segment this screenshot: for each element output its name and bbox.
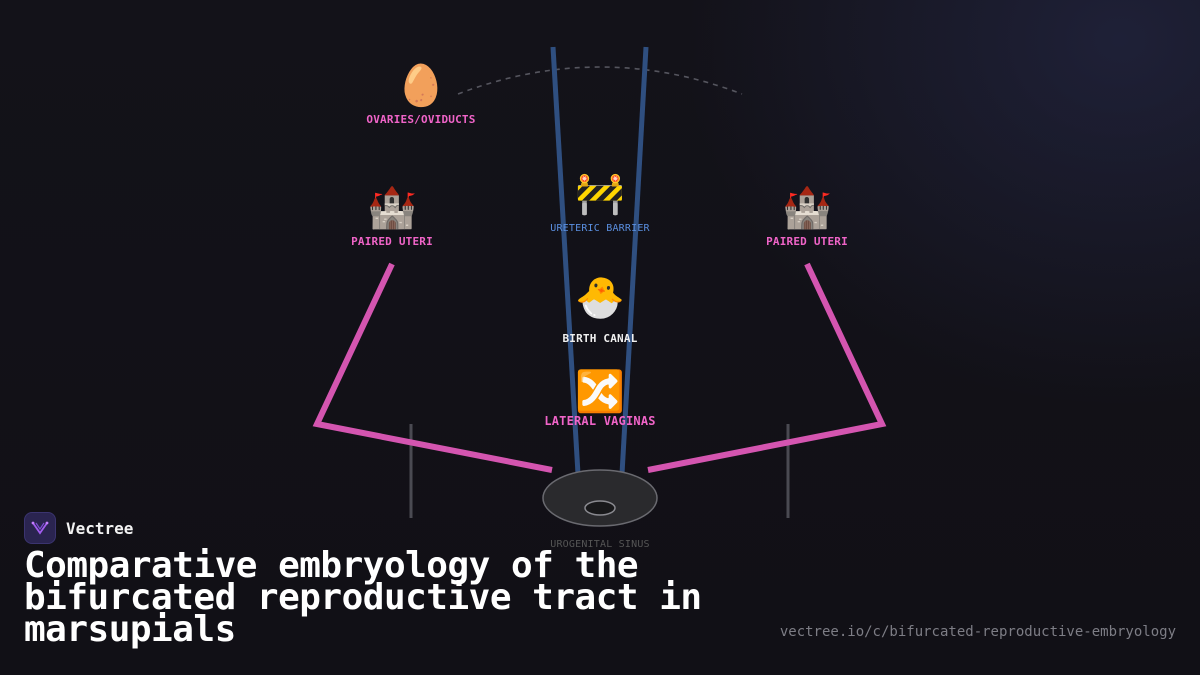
ureteric-barrier-node: 🚧 URETERIC BARRIER bbox=[550, 172, 650, 235]
right-lateral-vagina bbox=[647, 262, 887, 473]
brand[interactable]: Vectree bbox=[24, 512, 133, 544]
ovaries-label: OVARIES/OVIDUCTS bbox=[366, 113, 476, 126]
central-canal-left-wall bbox=[550, 46, 581, 475]
left-lateral-vagina bbox=[312, 262, 553, 473]
construction-barrier-icon: 🚧 bbox=[575, 171, 625, 217]
lateral-vaginas-node: 🔀 LATERAL VAGINAS bbox=[544, 370, 655, 428]
paired-uteri-left-label: PAIRED UTERI bbox=[351, 235, 433, 248]
page-url[interactable]: vectree.io/c/bifurcated-reproductive-emb… bbox=[779, 624, 1176, 640]
urogenital-sinus-disc bbox=[542, 469, 658, 527]
castle-icon: 🏰 bbox=[782, 185, 832, 231]
central-canal-right-wall bbox=[619, 46, 649, 475]
shuffle-icon: 🔀 bbox=[575, 369, 625, 415]
castle-icon: 🏰 bbox=[367, 185, 417, 231]
birth-canal-label: BIRTH CANAL bbox=[562, 332, 638, 345]
page-title: Comparative embryology of the bifurcated… bbox=[24, 545, 702, 650]
brand-name: Vectree bbox=[66, 518, 134, 538]
ureteric-barrier-label: URETERIC BARRIER bbox=[550, 223, 650, 234]
paired-uteri-right-label: PAIRED UTERI bbox=[766, 235, 848, 248]
hatching-chick-icon: 🐣 bbox=[575, 275, 625, 321]
ovaries-node: 🥚 OVARIES/OVIDUCTS bbox=[366, 64, 475, 127]
egg-icon: 🥚 bbox=[396, 63, 446, 109]
paired-uteri-left-node: 🏰 PAIRED UTERI bbox=[351, 186, 433, 249]
paired-uteri-right-node: 🏰 PAIRED UTERI bbox=[766, 186, 848, 249]
vectree-logo-icon bbox=[24, 512, 56, 544]
birth-canal-node: 🐣 BIRTH CANAL bbox=[562, 276, 637, 345]
urogenital-sinus-node: UROGENITAL SINUS bbox=[550, 532, 650, 551]
ovary-arc bbox=[457, 66, 743, 95]
urogenital-sinus-label: UROGENITAL SINUS bbox=[550, 539, 650, 550]
lateral-vaginas-label: LATERAL VAGINAS bbox=[544, 414, 656, 428]
